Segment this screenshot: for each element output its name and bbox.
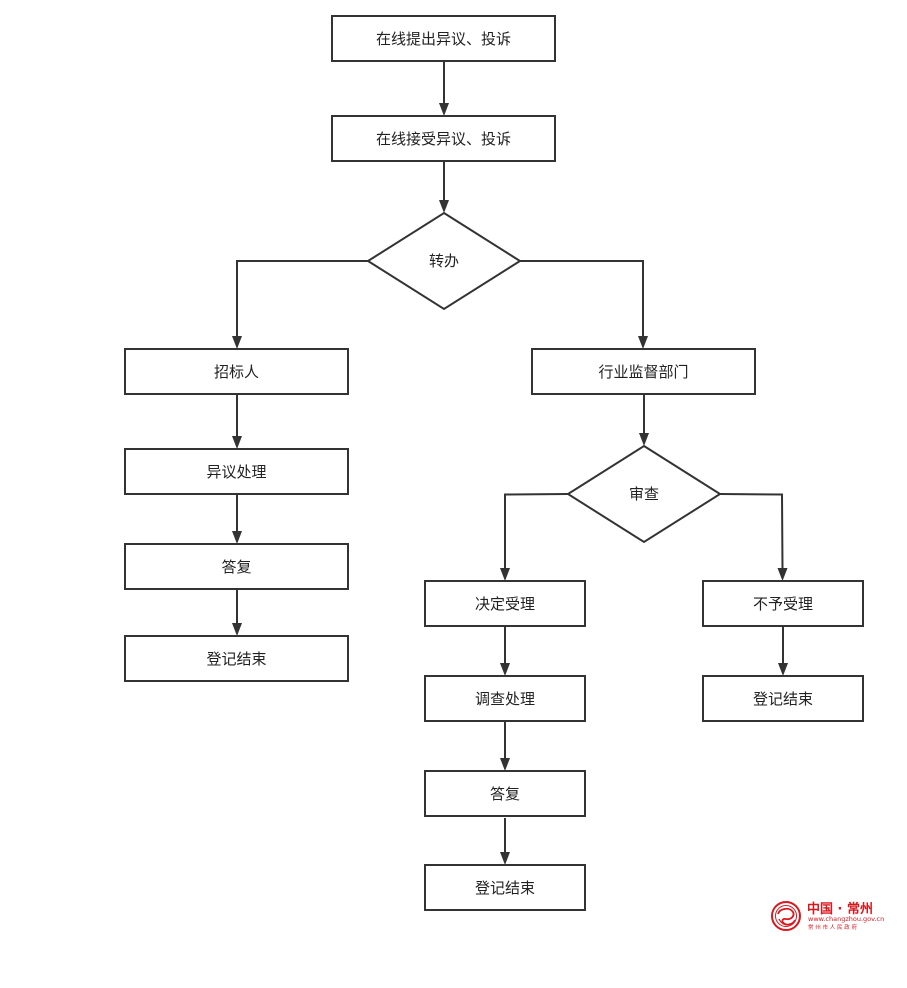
node-transfer-decision: 转办 [366, 211, 522, 311]
node-end-mid: 登记结束 [424, 864, 586, 911]
node-tenderer-label: 招标人 [214, 363, 259, 381]
node-investigate-label: 调查处理 [475, 690, 535, 708]
logo-title: 中国 · 常州 [807, 901, 873, 917]
node-receive-label: 在线接受异议、投诉 [376, 130, 511, 148]
edge-accept-to-investigate [500, 626, 510, 676]
node-end-mid-label: 登记结束 [475, 879, 535, 897]
edge-reply-left-to-end-left [232, 589, 242, 636]
node-reply-left-label: 答复 [221, 558, 251, 576]
node-tenderer: 招标人 [124, 348, 349, 395]
node-accept-label: 决定受理 [475, 595, 535, 613]
node-reject-label: 不予受理 [753, 595, 813, 613]
node-review-decision: 审查 [566, 444, 722, 544]
node-accept: 决定受理 [424, 580, 586, 627]
edge-industry-dept-to-review [639, 394, 649, 446]
edge-review-to-accept [500, 493, 569, 581]
node-objection-handling-label: 异议处理 [206, 463, 266, 481]
edge-submit-to-receive [439, 61, 449, 116]
node-receive: 在线接受异议、投诉 [331, 115, 556, 162]
edge-review-to-reject [719, 493, 788, 581]
edge-investigate-to-reply-mid [500, 721, 510, 771]
changzhou-gov-logo: 中国 · 常州 www.changzhou.gov.cn 常 州 市 人 民 政… [771, 901, 884, 931]
edge-transfer-to-industry-dept [520, 260, 648, 349]
node-reply-left: 答复 [124, 543, 349, 590]
edge-reply-mid-to-end-mid [500, 818, 510, 865]
node-reject: 不予受理 [702, 580, 864, 627]
node-submit: 在线提出异议、投诉 [331, 15, 556, 62]
node-transfer-label: 转办 [429, 252, 459, 270]
node-end-reject: 登记结束 [702, 675, 864, 722]
node-investigate: 调查处理 [424, 675, 586, 722]
edge-reject-to-end-reject [778, 626, 788, 676]
node-submit-label: 在线提出异议、投诉 [376, 30, 511, 48]
edge-tenderer-to-objection-handling [232, 394, 242, 449]
node-industry-dept: 行业监督部门 [531, 348, 756, 395]
logo-subtitle: 常 州 市 人 民 政 府 [808, 923, 857, 931]
edge-transfer-to-tenderer [232, 260, 368, 349]
edge-objection-handling-to-reply-left [232, 494, 242, 544]
edge-receive-to-transfer [439, 161, 449, 213]
node-reply-mid: 答复 [424, 770, 586, 817]
logo-url: www.changzhou.gov.cn [808, 915, 884, 923]
emblem-icon [771, 901, 801, 931]
node-reply-mid-label: 答复 [490, 785, 520, 803]
node-end-left: 登记结束 [124, 635, 349, 682]
node-review-label: 审查 [629, 485, 659, 503]
node-end-reject-label: 登记结束 [753, 690, 813, 708]
node-objection-handling: 异议处理 [124, 448, 349, 495]
node-end-left-label: 登记结束 [206, 650, 266, 668]
node-industry-dept-label: 行业监督部门 [598, 363, 688, 381]
